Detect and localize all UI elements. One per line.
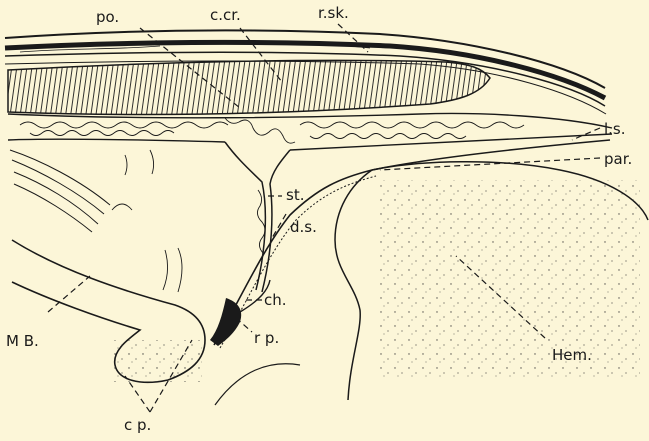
hemisphere bbox=[215, 162, 648, 405]
label-r-p: r p. bbox=[254, 329, 279, 347]
label-ch: ch. bbox=[264, 291, 287, 309]
label-d-s: d.s. bbox=[290, 218, 317, 236]
cranial-cartilage-band bbox=[8, 60, 490, 114]
convoluted-layer bbox=[8, 114, 612, 150]
label-par: par. bbox=[604, 150, 632, 168]
label-cp: c p. bbox=[124, 416, 151, 434]
label-c-cr: c.cr. bbox=[210, 6, 241, 24]
label-po: po. bbox=[96, 8, 119, 26]
label-mb: M B. bbox=[6, 332, 39, 350]
fibre-strokes bbox=[10, 150, 182, 292]
label-hem: Hem. bbox=[552, 346, 592, 364]
midbrain bbox=[12, 240, 205, 382]
label-r-sk: r.sk. bbox=[318, 4, 349, 22]
label-st: st. bbox=[286, 186, 304, 204]
stalk bbox=[225, 142, 290, 292]
label-l-s: l.s. bbox=[604, 120, 626, 138]
